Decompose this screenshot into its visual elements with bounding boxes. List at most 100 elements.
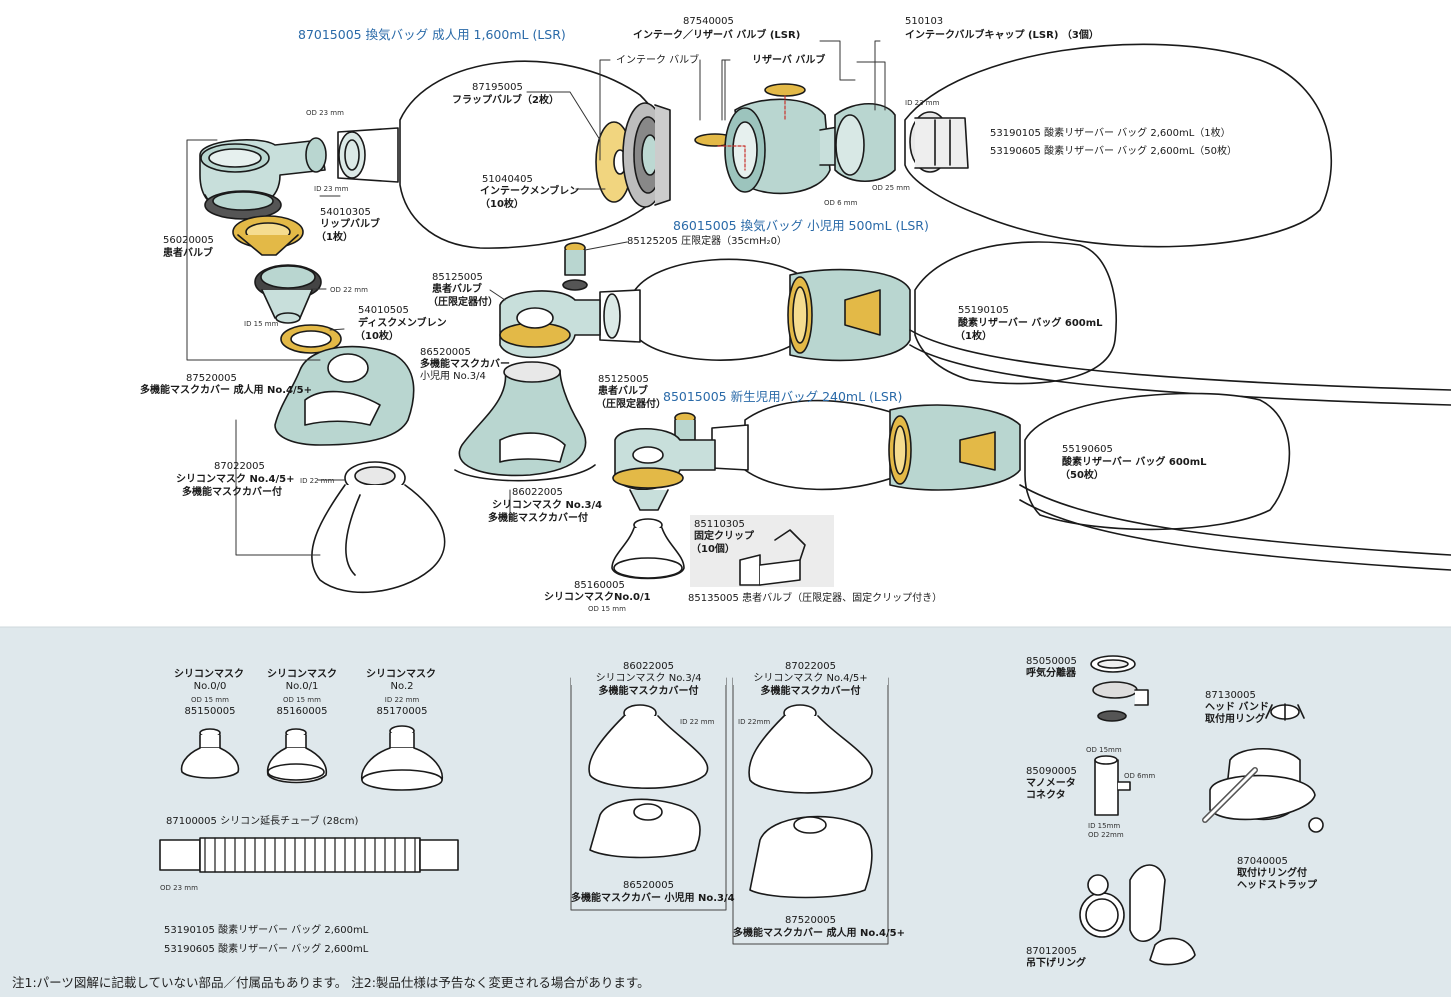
res2-line: 53190605 酸素リザーバー バッグ 2,600mL (164, 944, 369, 955)
label-85125205-line: 85125205 圧限定器（35cmH₂0） (627, 236, 787, 247)
intake-reservoir-valve-87540005 (694, 83, 851, 195)
label-54010505-name: ディスクメンブレン (358, 318, 447, 329)
fixing-clip-drawing (739, 529, 806, 586)
extension-tube-87100005 (159, 837, 459, 873)
label-510103-code: 510103 (905, 16, 944, 27)
mask2-name: シリコンマスク (267, 669, 337, 680)
label-87540005-name: インテーク／リザーバ バルブ (LSR) (633, 30, 801, 41)
pediatric-mask (454, 361, 596, 482)
label-55190105-qty: （1枚） (955, 331, 992, 342)
label-87022005-code: 87022005 (214, 461, 265, 472)
label-85160005-name: シリコンマスクNo.0/1 (544, 592, 651, 603)
mask3-size: No.2 (390, 681, 414, 692)
label-56020005-code: 56020005 (163, 235, 214, 246)
label-85110305-code: 85110305 (694, 519, 745, 530)
label-87012005-name: 吊下げリング (1026, 958, 1086, 969)
label-55190105-code: 55190105 (958, 305, 1009, 316)
label-87130005-code: 87130005 (1205, 690, 1256, 701)
boxB-code: 87022005 (785, 661, 836, 672)
mask1-code: 85150005 (184, 706, 236, 717)
leader-lines (186, 40, 886, 556)
silicone-mask-87022005 (311, 461, 446, 594)
label-87130005-name2: 取付用リング (1205, 714, 1265, 725)
label-87130005-name1: ヘッド バンド (1205, 702, 1269, 713)
mask3-id: ID 22 mm (384, 696, 420, 704)
label-56020005-name: 患者バルブ (163, 248, 213, 259)
boxA-code: 86022005 (623, 661, 674, 672)
mask3-code: 85170005 (376, 706, 428, 717)
label-86022005-sub: 多機能マスクカバー付 (488, 513, 588, 524)
dim-od25: OD 25 mm (872, 184, 910, 192)
mano-id15: ID 15mm (1088, 822, 1121, 830)
mask2-od: OD 15 mm (283, 696, 321, 704)
head-strap-87040005 (1202, 747, 1324, 833)
label-510103-name: インテークバルブキャップ (LSR) （3個） (905, 30, 1099, 41)
adult-bag-neck (337, 127, 399, 183)
intake-valve (622, 102, 671, 208)
box-b-drawings (748, 704, 873, 899)
label-53190105-line: 53190105 酸素リザーバー バッグ 2,600mL（1枚） (990, 128, 1231, 139)
label-54010505-code: 54010505 (358, 305, 409, 316)
dim-id22: ID 22 mm (300, 477, 335, 485)
dim-id23-b: ID 23 mm (905, 99, 940, 107)
label-85125005-neo-name: 患者バルブ (598, 386, 648, 397)
pressure-limiter-85125205 (562, 242, 588, 291)
label-87520005-name: 多機能マスクカバー 成人用 No.4/5+ (140, 385, 312, 396)
label-87195005-name: フラップバルブ（2枚） (452, 95, 559, 106)
dim-od23: OD 23 mm (306, 109, 344, 117)
head-band-ring-87130005 (1265, 703, 1305, 721)
label-86520005-code: 86520005 (420, 347, 471, 358)
dim-id15: ID 15 mm (244, 320, 279, 328)
neonatal-patient-valve (612, 412, 716, 511)
tube-od: OD 23 mm (160, 884, 198, 892)
label-85090005-code: 85090005 (1026, 766, 1077, 777)
patient-valve-56020005 (199, 137, 327, 220)
patient-valve-85125005-ped (499, 290, 601, 359)
pediatric-bag (599, 241, 1451, 406)
label-85125005-ped-name: 患者バルブ (432, 284, 482, 295)
label-54010305-qty: （1枚） (316, 232, 353, 243)
neonatal-bag (711, 392, 1451, 571)
boxB-sub: 多機能マスクカバー付 (760, 686, 861, 697)
mask-cover-87520005 (274, 345, 415, 446)
title-pediatric-bag: 86015005 換気バッグ 小児用 500mL (LSR) (673, 218, 929, 233)
dim-id23-a: ID 23 mm (314, 185, 349, 193)
mask3-name: シリコンマスク (366, 669, 436, 680)
label-55190105-name: 酸素リザーバー バッグ 600mL (958, 318, 1103, 329)
label-85125005-ped-sub: （圧限定器付） (428, 297, 498, 308)
label-55190605-qty: （50枚） (1060, 470, 1104, 481)
mask2-code: 85160005 (276, 706, 328, 717)
label-intake-valve: インテーク バルブ (616, 55, 700, 66)
boxB-name: シリコンマスク No.4/5+ (733, 673, 888, 685)
label-55190605-name: 酸素リザーバー バッグ 600mL (1062, 457, 1207, 468)
title-adult-bag: 87015005 換気バッグ 成人用 1,600mL (LSR) (298, 27, 566, 42)
mano-od6: OD 6mm (1124, 772, 1156, 780)
boxA-id: ID 22 mm (680, 718, 715, 726)
res1-line: 53190105 酸素リザーバー バッグ 2,600mL (164, 925, 369, 936)
boxA-cover-code: 86520005 (623, 880, 674, 891)
bottom-masks (180, 725, 443, 791)
label-86022005-code: 86022005 (512, 487, 563, 498)
intake-valve-cap-510103 (834, 103, 896, 182)
boxB-cover-code: 87520005 (785, 915, 836, 926)
label-85160005-code: 85160005 (574, 580, 625, 591)
label-87520005-code: 87520005 (186, 373, 237, 384)
dim-od15: OD 15 mm (588, 605, 626, 613)
label-55190605-code: 55190605 (1062, 444, 1113, 455)
label-87195005-code: 87195005 (472, 82, 523, 93)
label-51040405-code: 51040405 (482, 174, 533, 185)
label-87540005-code: 87540005 (683, 16, 734, 27)
label-86520005-name: 多機能マスクカバー (420, 359, 510, 370)
box-a-drawings (588, 704, 709, 859)
exhalation-diverter-85050005 (1090, 655, 1149, 722)
label-85110305-name: 固定クリップ (694, 531, 754, 542)
valve-housing (254, 264, 322, 324)
footnote: 注1:パーツ図解に記載していない部品／付属品もあります。 注2:製品仕様は予告な… (12, 975, 650, 990)
label-85090005-name2: コネクタ (1026, 790, 1066, 801)
label-86520005-size: 小児用 No.3/4 (420, 371, 486, 382)
label-85135005-line: 85135005 患者バルブ（圧限定器、固定クリップ付き） (688, 593, 943, 604)
label-reservoir-valve: リザーバ バルブ (752, 55, 826, 66)
mask1-od: OD 15 mm (191, 696, 229, 704)
